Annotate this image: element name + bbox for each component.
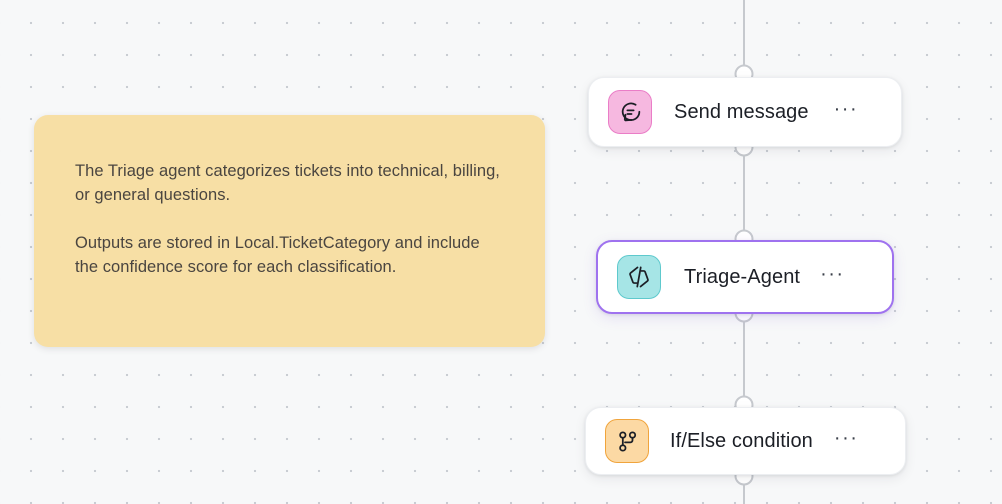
- chat-bubble-icon: [608, 90, 652, 134]
- edge-ifelse-to-bottom: [743, 474, 745, 504]
- sticky-note[interactable]: The Triage agent categorizes tickets int…: [34, 115, 545, 347]
- node-send-message[interactable]: Send message ···: [588, 77, 902, 147]
- edge-triage-to-ifelse: [743, 312, 745, 408]
- sticky-note-paragraph-2: Outputs are stored in Local.TicketCatego…: [75, 234, 480, 276]
- edge-top-to-send: [743, 0, 745, 74]
- agent-code-icon: [617, 255, 661, 299]
- node-menu-button-send-message[interactable]: ···: [833, 98, 859, 120]
- node-menu-button-triage-agent[interactable]: ···: [820, 263, 845, 285]
- sticky-note-paragraph-1: The Triage agent categorizes tickets int…: [75, 162, 500, 204]
- node-if-else-condition[interactable]: If/Else condition ···: [585, 407, 906, 475]
- node-triage-agent[interactable]: Triage-Agent ···: [596, 240, 894, 314]
- branch-fork-icon: [605, 419, 649, 463]
- node-title-if-else-condition: If/Else condition: [670, 429, 813, 452]
- node-menu-button-if-else-condition[interactable]: ···: [833, 427, 859, 449]
- node-title-triage-agent: Triage-Agent: [684, 265, 801, 288]
- edge-send-to-triage: [743, 146, 745, 242]
- node-title-send-message: Send message: [674, 100, 809, 123]
